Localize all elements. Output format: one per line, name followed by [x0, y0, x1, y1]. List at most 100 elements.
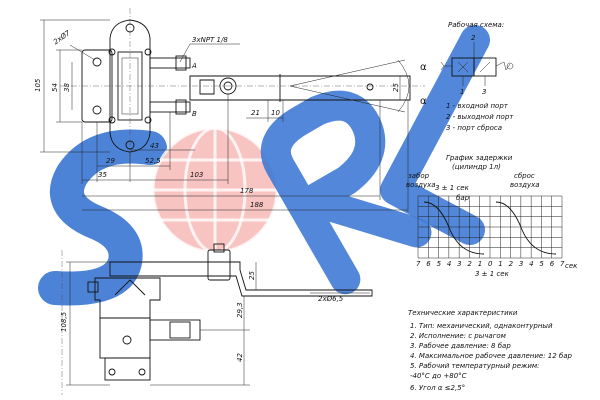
dim-21: 21 — [251, 109, 260, 117]
side-body-lower — [99, 317, 151, 359]
thread-label: 3xNPT 1/8 — [192, 36, 228, 44]
dim-52-5: 52,5 — [145, 157, 161, 165]
scheme-num-3: 3 — [482, 88, 486, 96]
graph-tick-label: 1 — [498, 260, 502, 268]
graph-grid — [417, 195, 563, 259]
lever-roller — [199, 79, 215, 95]
screw-head — [108, 116, 116, 124]
graph-right-label-2: воздуха — [510, 181, 540, 189]
lever-arm — [189, 75, 411, 101]
spec-item: 3. Рабочее давление: 8 бар — [410, 342, 511, 350]
scheme-roller — [506, 62, 514, 70]
graph-tick-label: 2 — [509, 260, 514, 268]
delay-graph: График задержки (цилиндр 1л) забор возду… — [406, 154, 578, 278]
thread-leader — [179, 43, 191, 63]
holes-leader — [69, 44, 96, 61]
scheme-title: Рабочая схема: — [448, 21, 504, 29]
working-scheme: Рабочая схема: 2 1 3 1 - входной порт 2 … — [440, 21, 514, 132]
screw-head — [108, 48, 116, 56]
scheme-num-1: 1 — [460, 88, 464, 96]
side-view: 25 108,5 29,3 42 2xØ6,5 — [60, 243, 373, 395]
port-b-label: B — [192, 110, 197, 118]
specs: Технические характеристики 1. Тип: механ… — [408, 309, 573, 392]
angle-label-top: α — [420, 62, 427, 73]
dim-10: 10 — [271, 109, 280, 117]
mount-hole — [92, 105, 102, 115]
scheme-port-1: 1 - входной порт — [446, 102, 509, 110]
scheme-port-3: 3 - порт сброса — [446, 124, 502, 132]
graph-tick-label: 3 — [457, 260, 461, 268]
side-knob — [87, 281, 99, 293]
watermark-letter-r — [260, 90, 432, 295]
graph-tick-label: 1 — [478, 260, 482, 268]
side-roller-bracket — [207, 249, 231, 281]
dim-43: 43 — [150, 142, 159, 150]
side-body-cam — [114, 279, 146, 296]
graph-right-time: 3 ± 1 сек — [475, 270, 510, 278]
scheme-spring — [495, 61, 511, 71]
graph-tick-label: 3 — [519, 260, 523, 268]
scheme-arrow — [479, 61, 491, 73]
side-roller-top — [213, 243, 225, 253]
side-fitting-nut — [169, 321, 191, 339]
dim-42: 42 — [236, 353, 244, 362]
side-screw — [108, 368, 116, 376]
dim-29-3: 29,3 — [236, 302, 244, 318]
spec-item: 5. Рабочий температурный режим: — [410, 362, 540, 370]
angle-label-bottom: α — [420, 96, 427, 107]
graph-tick-label: 7 — [560, 260, 565, 268]
top-view: A B α α 3xNPT 1/8 2xØ7 105 54 — [34, 8, 427, 212]
graph-left-label-1: забор — [408, 172, 430, 180]
graph-tick-label: 5 — [539, 260, 544, 268]
spec-item: -40°С до +80°С — [410, 372, 467, 380]
holes-label: 2xØ7 — [52, 29, 72, 47]
port-b-nut — [175, 99, 187, 115]
port-a-nut — [175, 55, 187, 71]
port-b-fitting — [149, 101, 191, 113]
specs-title: Технические характеристики — [408, 309, 518, 317]
spec-item: 2. Исполнение: с рычагом — [410, 332, 507, 340]
graph-tick-label: 6 — [426, 260, 431, 268]
watermark-letter-s — [38, 129, 167, 306]
graph-curve — [423, 201, 557, 255]
graph-tick-label: 0 — [488, 260, 493, 268]
graph-tick-label: 2 — [467, 260, 472, 268]
dim-38: 38 — [63, 83, 71, 92]
scheme-arrow — [457, 61, 469, 73]
graph-unit: сек — [565, 262, 578, 270]
port-a-label: A — [191, 62, 197, 70]
screw-head — [144, 116, 152, 124]
lever-hole — [366, 83, 374, 91]
spec-item: 6. Угол α ≤2,5° — [410, 384, 465, 392]
lever-pivot-inner — [223, 81, 233, 91]
valve-body — [109, 19, 151, 153]
watermark-globe — [151, 126, 279, 254]
dim-108-5: 108,5 — [60, 311, 68, 332]
angle-arc — [397, 59, 410, 113]
graph-tick-label: 7 — [416, 260, 421, 268]
angle-line — [289, 59, 406, 87]
graph-bar: бар — [456, 194, 470, 202]
graph-left-time: 3 ± 1 сек — [435, 184, 470, 192]
scheme-num-2: 2 — [471, 34, 476, 42]
port-a-fitting — [149, 57, 191, 69]
side-screw — [138, 368, 146, 376]
graph-tick-label: 6 — [550, 260, 555, 268]
graph-title-2: (цилиндр 1л) — [452, 163, 501, 171]
screw-head — [144, 48, 152, 56]
mount-hole — [92, 57, 102, 67]
angle-line — [289, 85, 406, 113]
scheme-port-2: 2 - выходной порт — [446, 113, 514, 121]
graph-right-label-1: сброс — [514, 172, 535, 180]
spec-item: 1. Тип: механический, однаконтурный — [410, 322, 553, 330]
dim-25-top: 25 — [392, 83, 400, 92]
dim-188: 188 — [250, 201, 264, 209]
graph-tick-label: 5 — [437, 260, 442, 268]
dim-105: 105 — [34, 78, 42, 92]
dim-35: 35 — [98, 171, 107, 179]
dim-side-25: 25 — [248, 271, 256, 280]
graph-tick-label: 4 — [529, 260, 533, 268]
side-lever — [109, 261, 373, 297]
